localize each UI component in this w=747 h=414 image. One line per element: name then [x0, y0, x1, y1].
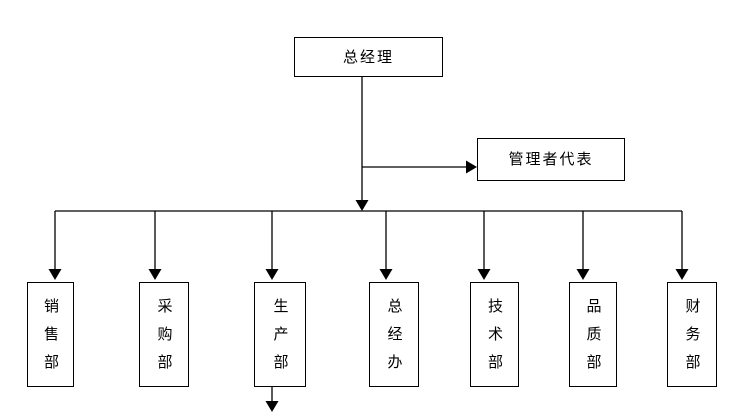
- purchasing-dept-label: 采购部: [155, 297, 174, 382]
- sales-dept-box: 销售部: [27, 282, 74, 387]
- gm-to-representative-arrow: [362, 160, 477, 174]
- drop-arrow-finance: [675, 211, 689, 280]
- quality-dept-label: 品质部: [584, 297, 603, 382]
- general-manager-label: 总经理: [342, 47, 394, 66]
- general-manager-box: 总经理: [294, 37, 443, 77]
- quality-dept-box: 品质部: [569, 282, 617, 387]
- finance-dept-label: 财务部: [683, 297, 702, 382]
- gm-to-trunk-arrow: [355, 77, 369, 211]
- finance-dept-box: 财务部: [667, 282, 717, 387]
- sales-dept-label: 销售部: [42, 297, 60, 382]
- technical-dept-label: 技术部: [486, 297, 504, 382]
- drop-arrow-quality: [576, 211, 590, 280]
- gm-office-label: 总经办: [385, 297, 404, 382]
- production-down-arrow: [265, 387, 279, 412]
- production-dept-box: 生产部: [254, 282, 306, 387]
- management-representative-box: 管理者代表: [477, 138, 625, 181]
- technical-dept-box: 技术部: [470, 282, 519, 387]
- purchasing-dept-box: 采购部: [139, 282, 189, 387]
- production-dept-label: 生产部: [271, 297, 290, 382]
- gm-office-box: 总经办: [369, 282, 419, 387]
- management-representative-label: 管理者代表: [508, 150, 594, 168]
- drop-arrow-sales: [48, 211, 62, 280]
- drop-arrow-production: [265, 211, 279, 280]
- drop-arrow-purchasing: [148, 211, 162, 280]
- drop-arrow-technical: [477, 211, 491, 280]
- drop-arrow-gm-office: [379, 211, 393, 280]
